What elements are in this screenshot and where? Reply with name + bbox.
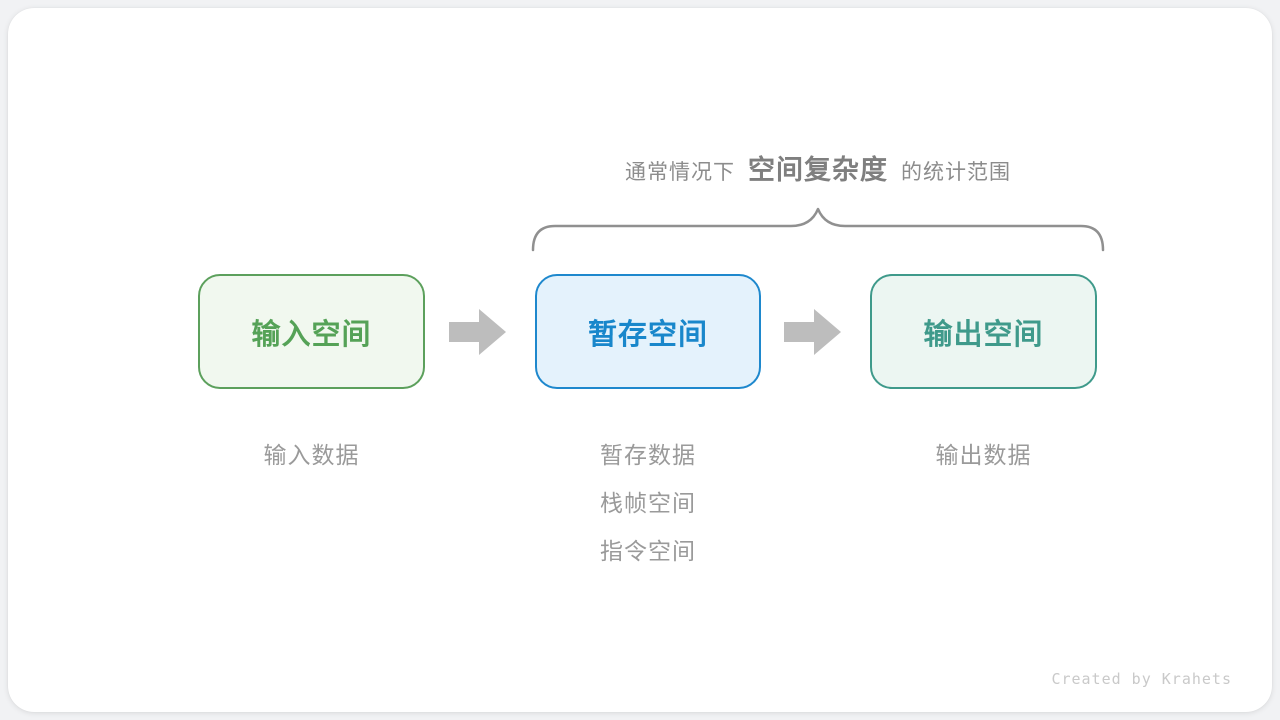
diagram-title: 通常情况下 空间复杂度 的统计范围 [531,148,1105,192]
note-instruction-space: 指令空间 [600,538,696,564]
title-highlight: 空间复杂度 [748,155,888,185]
credit-text: Created by Krahets [1051,670,1232,688]
node-output-space: 输出空间 [870,274,1097,389]
note-input-data: 输入数据 [263,442,360,468]
title-suffix: 的统计范围 [901,161,1011,184]
right-arrow-icon [784,309,841,355]
diagram-card: 通常情况下 空间复杂度 的统计范围 输入空间 暂存空间 输出空间 输入数据 暂存… [8,8,1272,712]
node-temp-space: 暂存空间 [535,274,761,389]
note-stack-frame-space: 栈帧空间 [600,490,696,516]
right-arrow-icon [449,309,506,355]
curly-brace-icon [531,207,1105,252]
title-prefix: 通常情况下 [625,161,735,184]
node-input-space: 输入空间 [198,274,425,389]
note-temp-data: 暂存数据 [600,442,696,468]
note-output-data: 输出数据 [935,442,1032,468]
